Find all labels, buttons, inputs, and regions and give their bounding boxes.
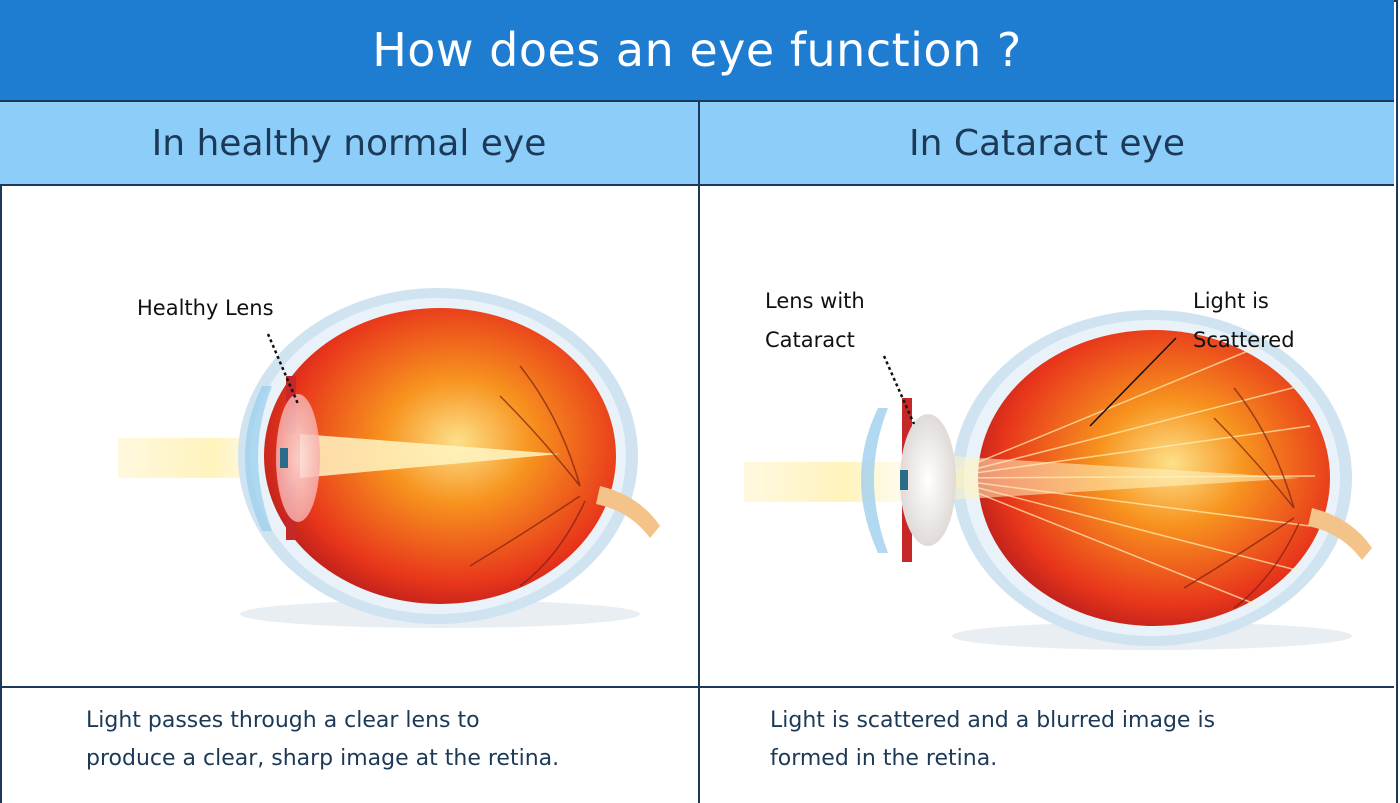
cataract-eye-illustration xyxy=(700,186,1394,686)
healthy-eye-illustration xyxy=(0,186,698,686)
healthy-lens-label: Healthy Lens xyxy=(137,293,274,323)
right-column-heading: In Cataract eye xyxy=(700,102,1394,186)
page-title: How does an eye function ? xyxy=(372,23,1022,77)
left-heading-text: In healthy normal eye xyxy=(152,123,547,164)
title-bar: How does an eye function ? xyxy=(0,0,1394,102)
cataract-eye-panel: Lens with Cataract Light is Scattered xyxy=(700,186,1394,686)
cataract-lens-label-line2: Cataract xyxy=(765,325,855,355)
healthy-caption-line2: produce a clear, sharp image at the reti… xyxy=(86,740,559,778)
scattered-light-label-line1: Light is xyxy=(1193,286,1269,316)
pupil xyxy=(280,448,288,468)
cataract-eye-caption: Light is scattered and a blurred image i… xyxy=(770,702,1215,778)
incoming-light-beam xyxy=(744,462,914,502)
healthy-caption-line1: Light passes through a clear lens to xyxy=(86,702,559,740)
cataract-caption-line2: formed in the retina. xyxy=(770,740,1215,778)
left-column-heading: In healthy normal eye xyxy=(0,102,698,186)
pupil xyxy=(900,470,908,490)
cataract-lens-label-line1: Lens with xyxy=(765,286,865,316)
scattered-light-label-line2: Scattered xyxy=(1193,325,1295,355)
caption-divider xyxy=(0,686,1394,688)
cataract-lens xyxy=(900,414,956,546)
healthy-eye-panel: Healthy Lens xyxy=(0,186,698,686)
right-heading-text: In Cataract eye xyxy=(909,123,1185,164)
cataract-caption-line1: Light is scattered and a blurred image i… xyxy=(770,702,1215,740)
healthy-eye-caption: Light passes through a clear lens to pro… xyxy=(86,702,559,778)
